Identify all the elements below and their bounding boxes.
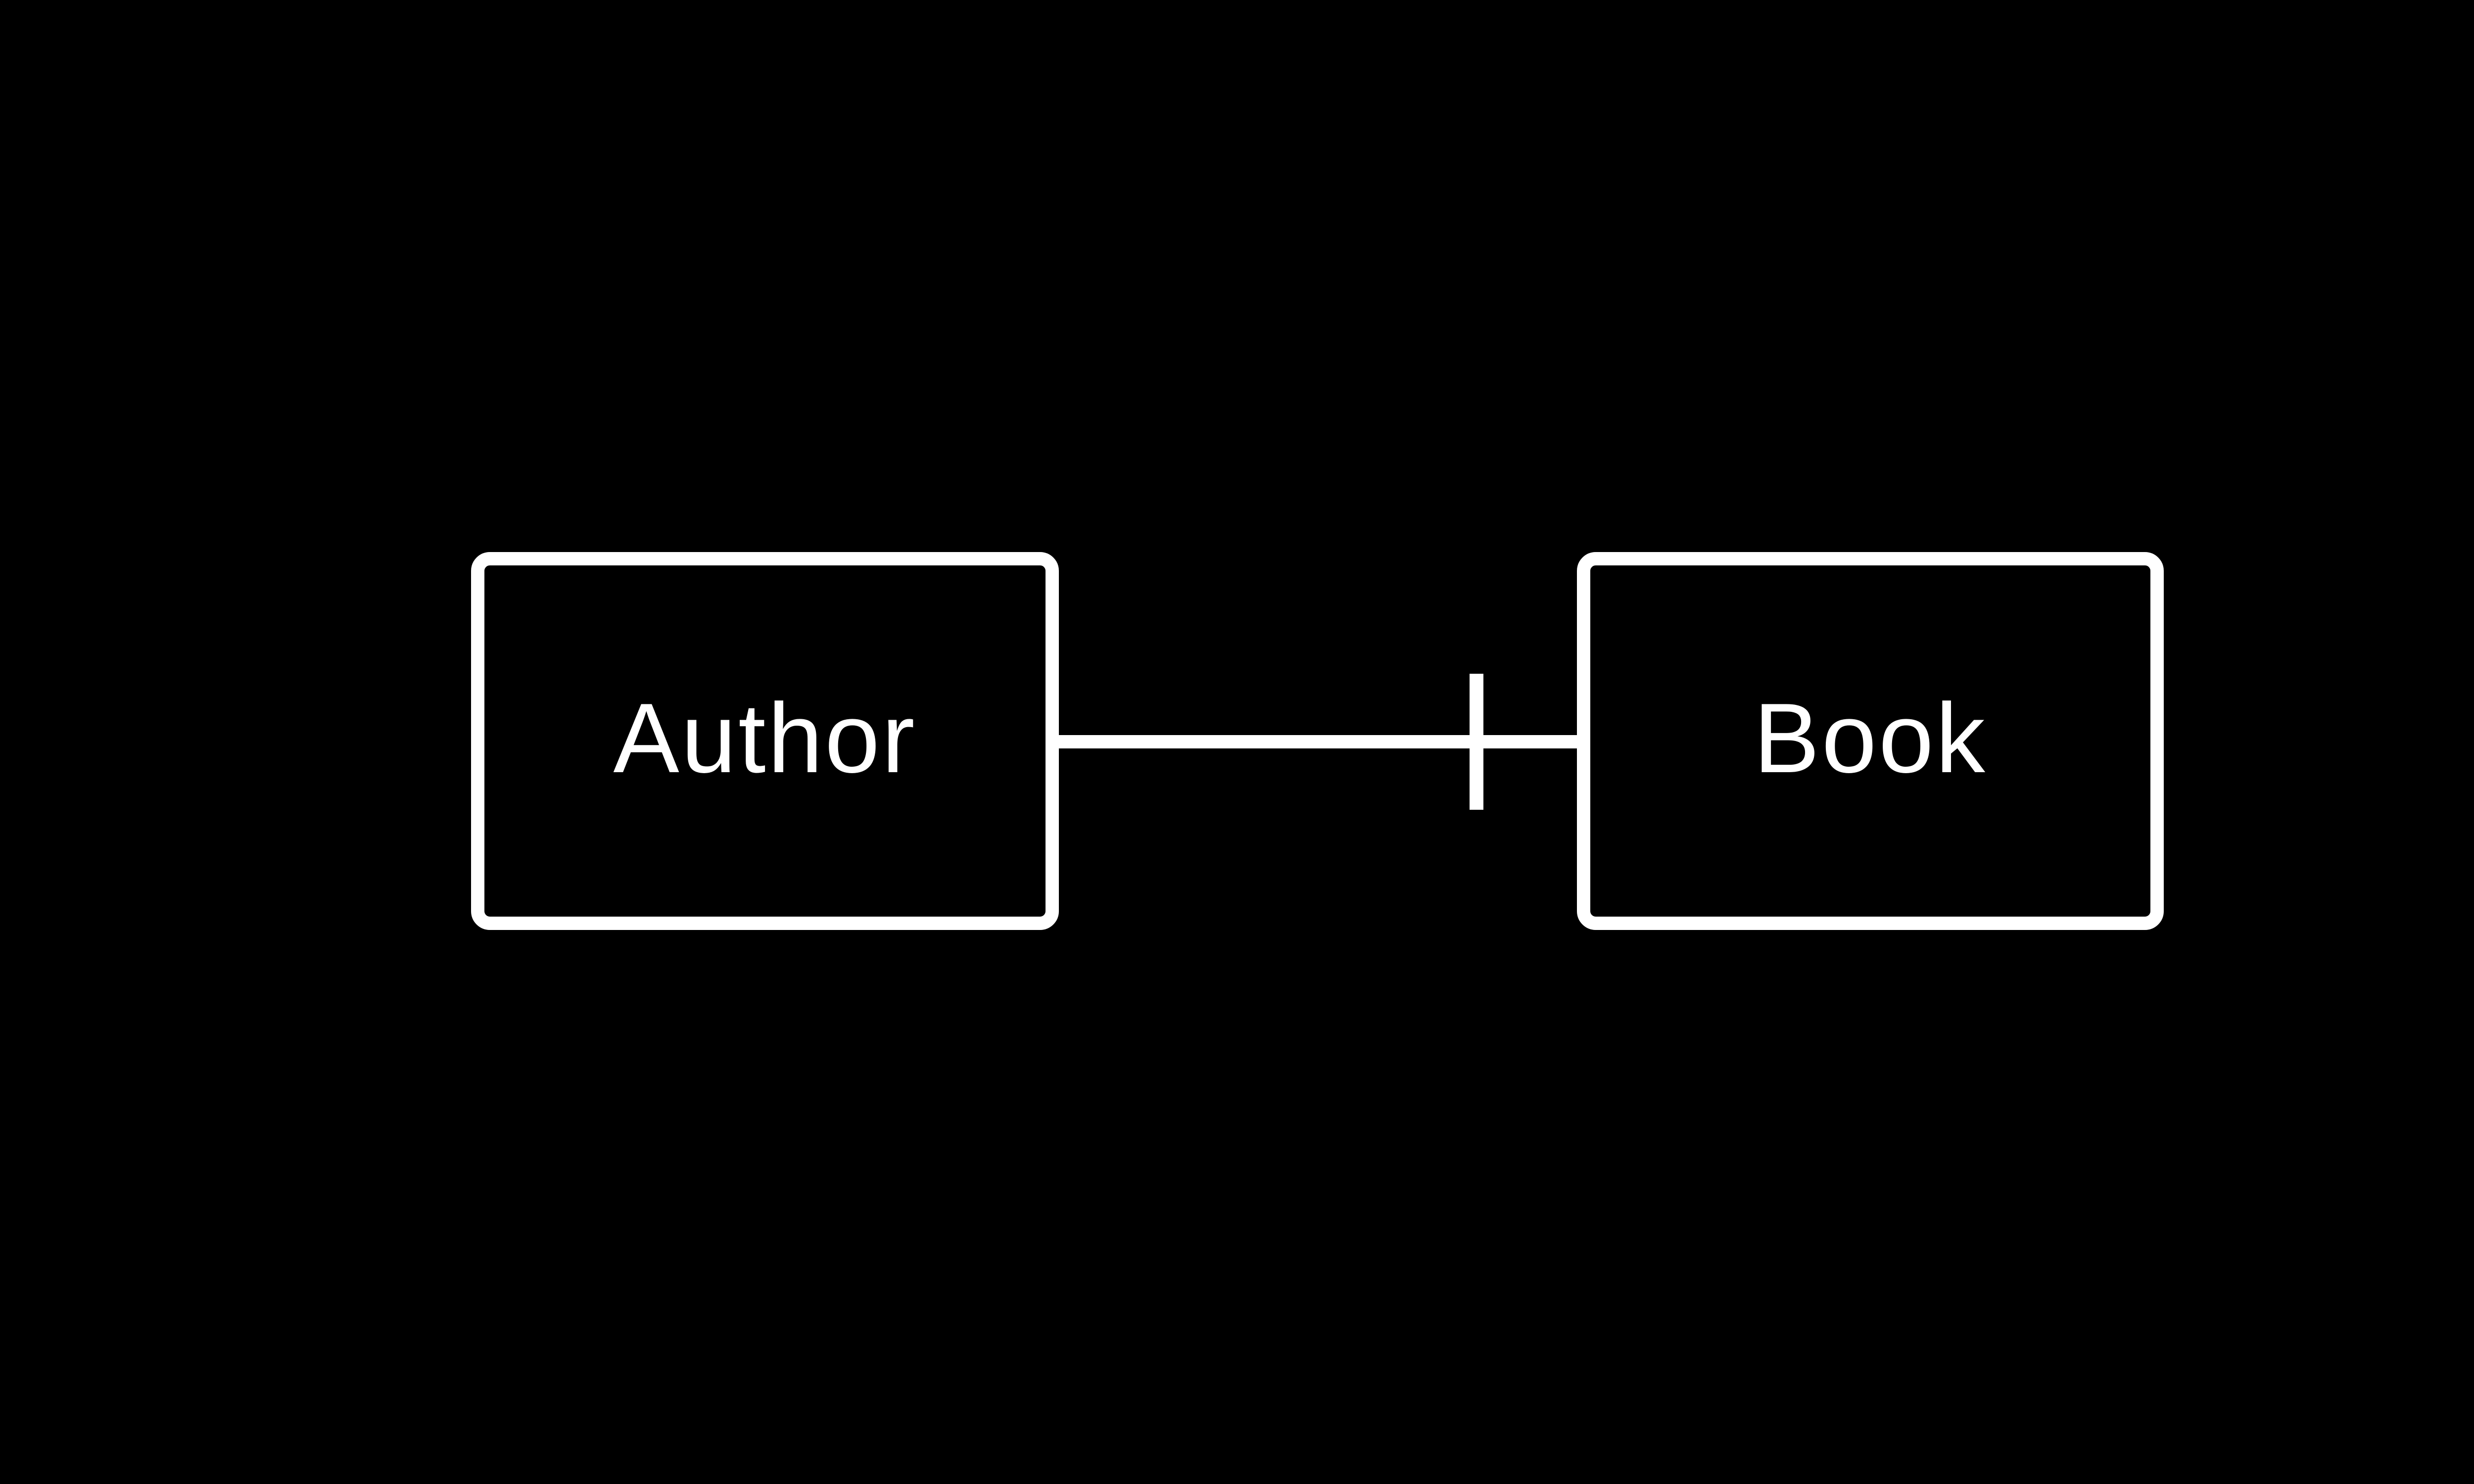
- entity-label-author: Author: [613, 683, 917, 793]
- entity-box-book: Book: [1577, 552, 2164, 930]
- entity-label-book: Book: [1754, 683, 1987, 793]
- relationship-line: [1059, 735, 1577, 748]
- cardinality-one-tick-icon: [1470, 674, 1483, 810]
- entity-box-author: Author: [471, 552, 1059, 930]
